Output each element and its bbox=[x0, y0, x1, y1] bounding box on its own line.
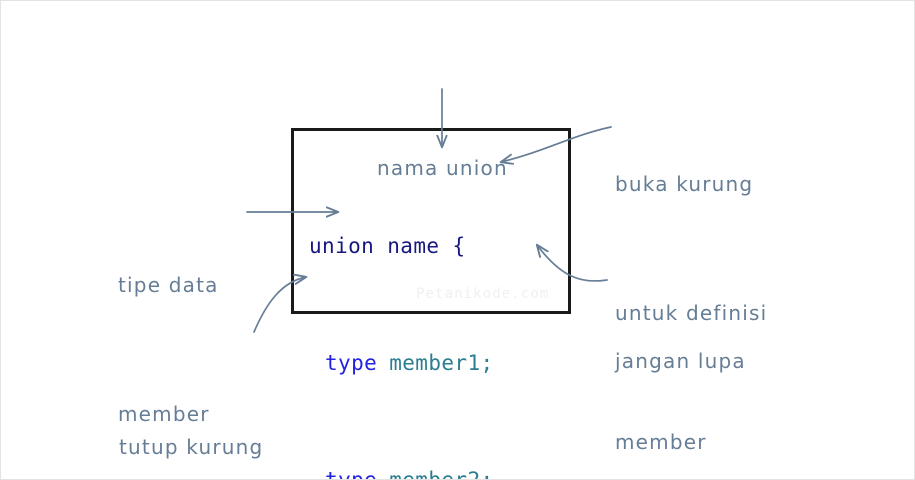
member1-declaration: member1; bbox=[389, 351, 494, 375]
annotation-line: tipe data bbox=[118, 273, 219, 297]
code-block-box bbox=[291, 128, 571, 314]
member2-declaration: member2; bbox=[389, 468, 494, 480]
annotation-line: tutup kurung bbox=[119, 435, 264, 459]
annotation-tipe-data: tipe data member bbox=[118, 178, 219, 479]
annotation-line: nama union bbox=[377, 156, 508, 180]
annotation-line: titik koma bbox=[615, 469, 746, 479]
member1-type-keyword: type bbox=[325, 351, 378, 375]
code-line-1: union name { bbox=[309, 227, 559, 266]
union-keyword: union name bbox=[309, 234, 453, 258]
code-line-2: type member1; bbox=[309, 344, 559, 383]
watermark: Petanikode.com bbox=[416, 286, 550, 302]
annotation-tutup-kurung: tutup kurung untuk definisi member bbox=[119, 340, 271, 479]
member2-type-keyword: type bbox=[325, 468, 378, 480]
annotation-line: buka kurung bbox=[615, 172, 754, 196]
annotation-line: jangan lupa bbox=[615, 349, 746, 373]
annotation-line: member bbox=[118, 402, 210, 426]
annotation-buka-kurung: buka kurung untuk definisi member bbox=[615, 77, 768, 479]
annotation-nama-union: nama union bbox=[377, 61, 508, 276]
annotation-jangan-lupa: jangan lupa titik koma bbox=[615, 254, 746, 479]
opening-brace: { bbox=[452, 234, 466, 258]
annotation-line: member bbox=[615, 430, 707, 454]
code-line-3: type member2; bbox=[309, 461, 559, 480]
annotation-line: untuk definisi bbox=[615, 301, 768, 325]
